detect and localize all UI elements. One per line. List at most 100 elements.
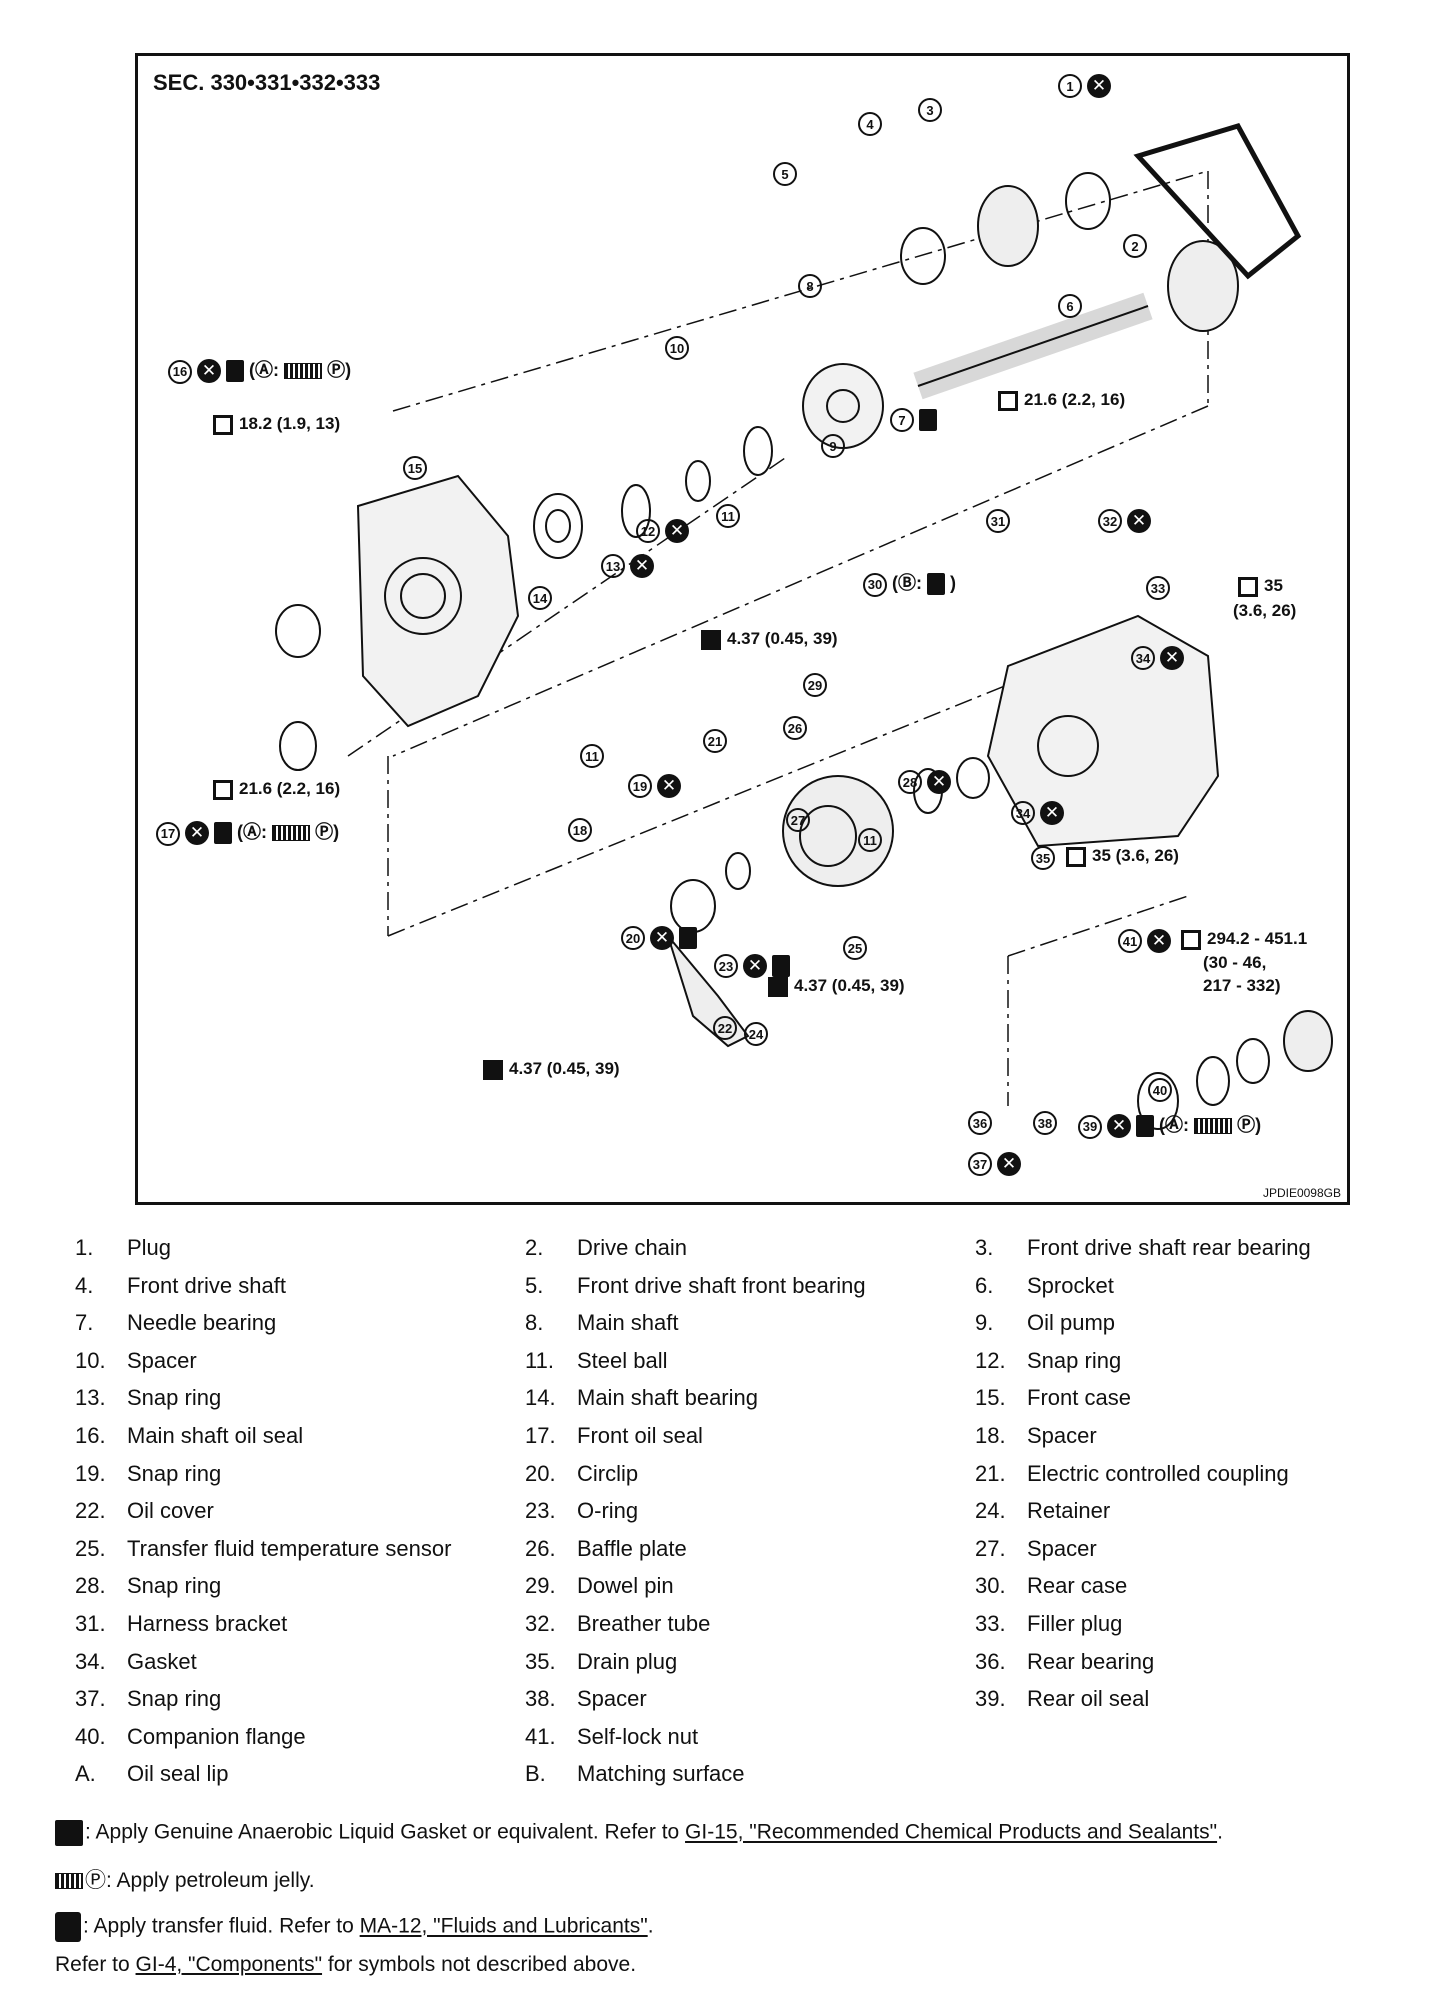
legend-item: 29.Dowel pin [525, 1573, 674, 1599]
legend-text: Snap ring [127, 1686, 222, 1712]
legend-item: 15.Front case [975, 1385, 1131, 1411]
legend-number: 22. [75, 1498, 106, 1524]
legend-item: 11.Steel ball [525, 1348, 668, 1374]
legend-text: Circlip [577, 1460, 639, 1486]
note-refer: Refer to GI-4, "Components" for symbols … [55, 1953, 637, 1976]
legend-text: Drain plug [577, 1648, 678, 1674]
link-gi-15[interactable]: GI-15, "Recommended Chemical Products an… [685, 1820, 1218, 1844]
legend-item: 38.Spacer [525, 1686, 647, 1712]
callout-38: 38 [1033, 1111, 1057, 1135]
legend-text: Oil cover [127, 1498, 214, 1524]
legend-text: Spacer [1027, 1422, 1097, 1448]
legend-text: Matching surface [577, 1761, 745, 1787]
legend-text: O-ring [577, 1498, 639, 1524]
legend-number: 38. [525, 1686, 556, 1712]
figure-code: JPDIE0098GB [1262, 1186, 1341, 1200]
callout-11c: 11 [858, 828, 882, 852]
legend-text: Rear bearing [1027, 1648, 1155, 1674]
legend-item: 16.Main shaft oil seal [75, 1423, 303, 1449]
legend-item: 6.Sprocket [975, 1273, 1114, 1299]
callout-28: 28 ✕ [898, 770, 952, 795]
legend-number: B. [525, 1761, 546, 1787]
legend-number: 23. [525, 1498, 556, 1524]
legend-item: 35.Drain plug [525, 1649, 677, 1675]
torque-label: 4.37 (0.45, 39) [701, 629, 838, 650]
legend-text: Main shaft oil seal [127, 1422, 304, 1448]
torque-label: 35 (3.6, 26) [1066, 846, 1179, 867]
legend-number: 41. [525, 1723, 556, 1749]
legend-text: Snap ring [127, 1385, 222, 1411]
legend-number: 14. [525, 1385, 556, 1411]
callout-23: 23 ✕ [714, 954, 791, 979]
callout-21: 21 [703, 729, 727, 753]
callout-3: 3 [918, 98, 942, 122]
legend-item: 5.Front drive shaft front bearing [525, 1273, 866, 1299]
legend-text: Front drive shaft [127, 1272, 286, 1298]
callout-13: 13 ✕ [601, 554, 655, 579]
legend-text: Main shaft bearing [577, 1385, 758, 1411]
link-gi-4[interactable]: GI-4, "Components" [135, 1953, 323, 1976]
callout-31: 31 [986, 509, 1010, 533]
callout-4: 4 [858, 112, 882, 136]
callout-2: 2 [1123, 234, 1147, 258]
callout-1: 1 ✕ [1058, 74, 1112, 99]
legend-text: Plug [127, 1235, 172, 1260]
legend-number: 18. [975, 1422, 1006, 1448]
legend-number: 32. [525, 1610, 556, 1636]
legend-row: 13. Snap ring 14. Main shaft bearing 15.Fron… [75, 1385, 1415, 1423]
callout-17: 17 ✕ (Ⓐ: Ⓟ) [156, 818, 339, 846]
legend-item: 20.Circlip [525, 1461, 638, 1487]
callout-24: 24 [744, 1022, 768, 1046]
legend-item: 23. O-ring [525, 1498, 638, 1524]
legend-text: Front drive shaft front bearing [577, 1272, 866, 1298]
legend-number: 1. [75, 1235, 94, 1260]
callout-19: 19 ✕ [628, 774, 682, 799]
legend-item: 4.Front drive shaft [75, 1273, 286, 1299]
legend-item: 2.Drive chain [525, 1235, 687, 1261]
legend-text: Needle bearing [127, 1310, 277, 1336]
legend-text: Main shaft [577, 1310, 679, 1336]
callout-11a: 11 [716, 504, 740, 528]
callout-26: 26 [783, 716, 807, 740]
legend-number: 25. [75, 1535, 106, 1561]
legend-text: Front drive shaft rear bearing [1027, 1235, 1311, 1260]
legend-number: A. [75, 1761, 96, 1787]
section-title: SEC. 330•331•332•333 [153, 70, 381, 95]
callout-25: 25 [843, 936, 867, 960]
callout-10: 10 [665, 336, 689, 360]
callout-9: 9 [821, 434, 845, 458]
legend-item: 32.Breather tube [525, 1611, 710, 1637]
legend-number: 17. [525, 1422, 556, 1448]
callout-18: 18 [568, 818, 592, 842]
legend-number: 37. [75, 1686, 106, 1712]
torque-label: 4.37 (0.45, 39) [768, 976, 905, 997]
legend-item: 25. Transfer fluid temperature sensor [75, 1536, 451, 1562]
legend-text: Snap ring [127, 1573, 222, 1599]
legend-text: Transfer fluid temperature sensor [127, 1535, 452, 1561]
legend-number: 34. [75, 1648, 106, 1674]
legend-text: Harness bracket [127, 1610, 288, 1636]
legend-number: 15. [975, 1385, 1006, 1411]
torque-label: (30 - 46, [1203, 953, 1267, 972]
legend-number: 30. [975, 1573, 1006, 1599]
legend-item: 39.Rear oil seal [975, 1686, 1149, 1712]
legend-number: 19. [75, 1460, 106, 1486]
legend-item: 34.Gasket [75, 1649, 197, 1675]
link-ma-12[interactable]: MA-12, "Fluids and Lubricants" [359, 1914, 648, 1938]
legend-item: 27.Spacer [975, 1536, 1097, 1562]
legend-number: 2. [525, 1235, 544, 1260]
torque-label: 294.2 - 451.1 [1181, 929, 1307, 950]
legend-item: 14. Main shaft bearing [525, 1385, 758, 1411]
legend-text: Snap ring [1027, 1347, 1122, 1373]
callout-30: 30 (Ⓑ: ) [863, 569, 956, 597]
legend-number: 13. [75, 1385, 106, 1411]
legend-text: Filler plug [1027, 1610, 1123, 1636]
callout-5: 5 [773, 162, 797, 186]
